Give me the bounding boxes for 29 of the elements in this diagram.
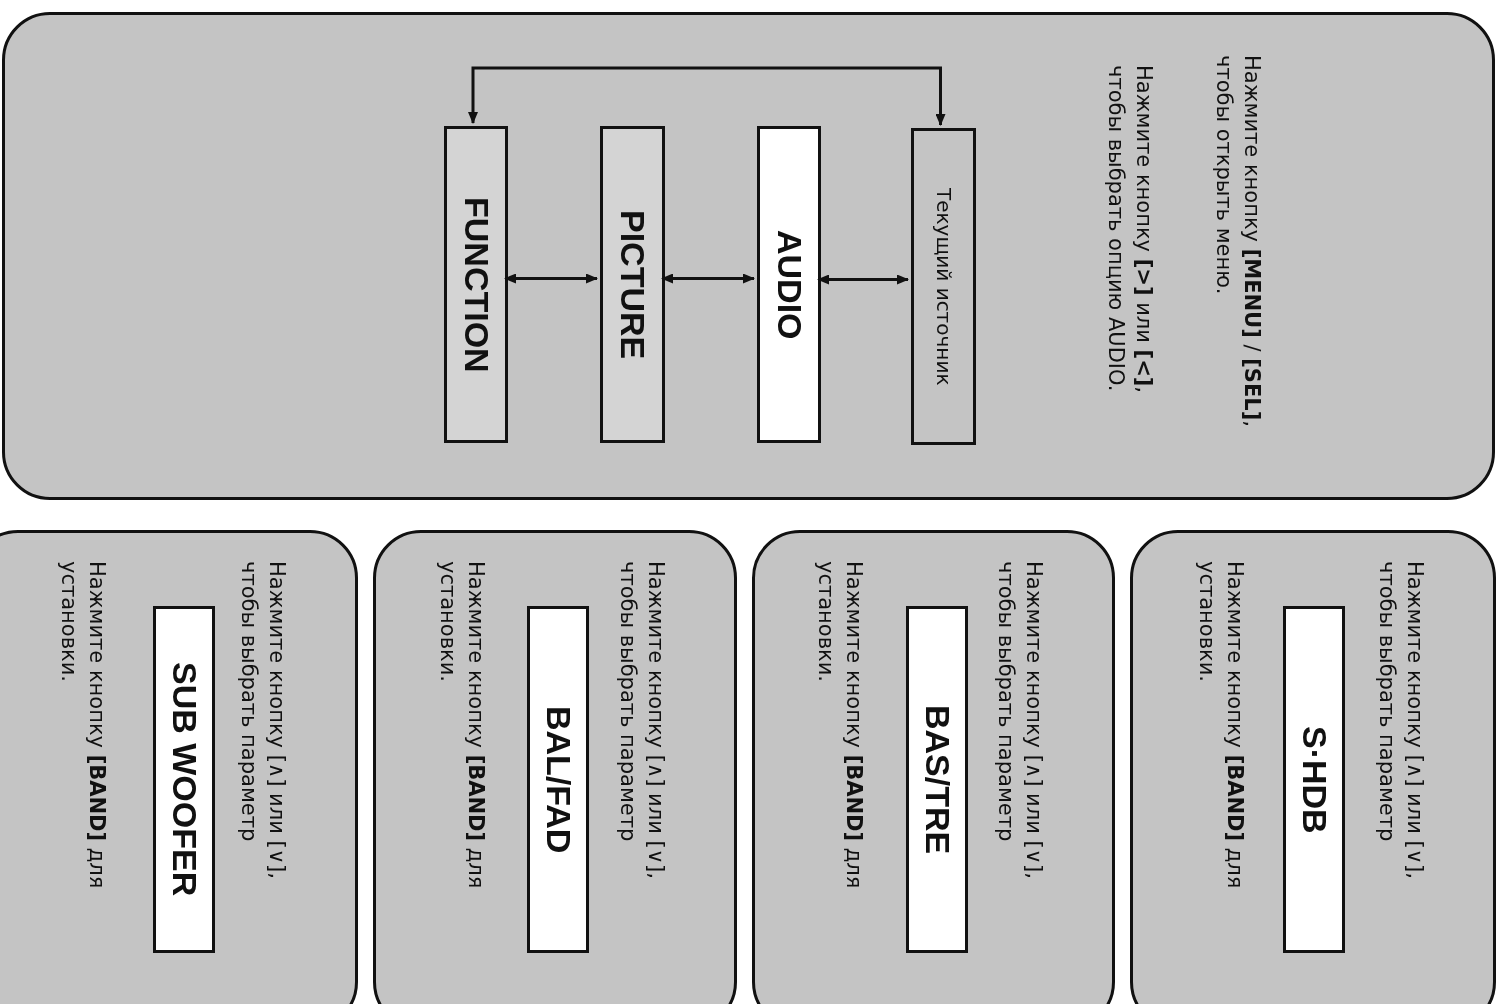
instruction-text: Нажмите кнопку [BAND] для установки.: [55, 561, 110, 891]
menu-option-box: [1283, 606, 1345, 953]
menu-option-box: [600, 126, 665, 443]
option-label: SUB WOOFER: [164, 662, 204, 897]
menu-option-box: [153, 606, 215, 953]
rounded-panel: [2, 12, 1495, 500]
menu-option-box: [527, 606, 589, 953]
rounded-panel: [1130, 530, 1496, 1004]
menu-option-box: [444, 126, 508, 443]
option-label: FUNCTION: [456, 196, 496, 373]
option-label: Текущий источник: [931, 187, 956, 386]
double-arrow: [504, 273, 598, 284]
instruction-text: Нажмите кнопку [BAND] для установки.: [434, 561, 489, 891]
menu-option-box: [757, 126, 821, 443]
option-label: PICTURE: [613, 209, 652, 360]
double-arrow: [817, 274, 909, 285]
rounded-panel: [0, 530, 358, 1004]
option-label: BAL/FAD: [538, 705, 578, 854]
menu-option-box: [906, 606, 968, 953]
instruction-text: Нажмите кнопку [BAND] для установки.: [812, 561, 867, 891]
option-label: AUDIO: [769, 229, 809, 340]
menu-option-box: [911, 128, 976, 445]
rounded-panel: [752, 530, 1115, 1004]
double-arrow: [468, 66, 946, 126]
double-arrow: [661, 273, 755, 284]
option-label: S·HDB: [1294, 725, 1334, 834]
instruction-text: Нажмите кнопку [BAND] для установки.: [1193, 561, 1248, 891]
rounded-panel: [373, 530, 737, 1004]
option-label: BAS/TRE: [917, 704, 957, 855]
